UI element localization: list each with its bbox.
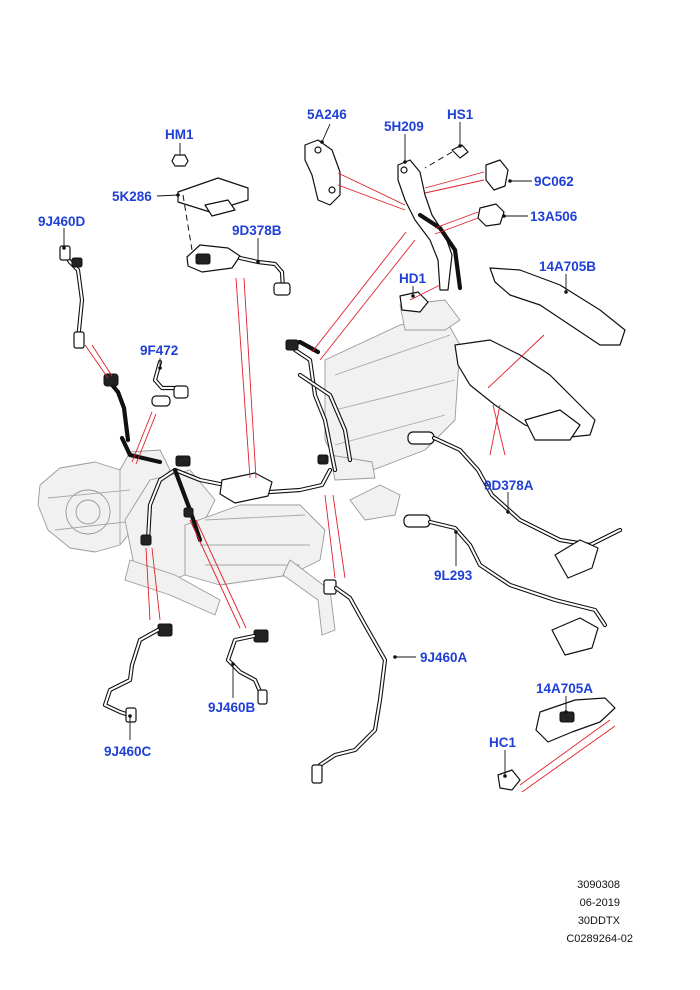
- callout-9j460c: 9J460C: [104, 744, 152, 759]
- hc1-clip-part: [497, 769, 521, 791]
- illustration-date: 06-2019: [580, 897, 620, 909]
- callout-hc1: HC1: [489, 735, 516, 750]
- j9-460d-sensor-part: [59, 245, 85, 349]
- d9-378b-sensor-part: [186, 244, 291, 296]
- reference-lines: [84, 171, 616, 793]
- j9-460c-sensor-part: [102, 623, 173, 723]
- callout-9d378b: 9D378B: [232, 223, 282, 238]
- main-wiring-harness: [119, 339, 353, 546]
- j9-460b-sensor-part: [225, 629, 269, 705]
- callout-14a705a: 14A705A: [536, 681, 593, 696]
- catalog-code: C0289264-02: [566, 933, 633, 945]
- callout-5k286: 5K286: [112, 189, 152, 204]
- h5-209-bracket-part: [397, 159, 463, 291]
- callout-5h209: 5H209: [384, 119, 424, 134]
- f9-472-sensor-part: [103, 359, 189, 443]
- a13-506-sensor-part: [477, 203, 505, 227]
- a5-246-bracket-part: [304, 139, 341, 206]
- model-code: 30DDTX: [578, 915, 621, 927]
- callout-13a506: 13A506: [530, 209, 578, 224]
- callout-labels: HM1 5K286 9J460D 9D378B 5A246 5H209 HS1 …: [38, 107, 596, 759]
- callout-9j460a: 9J460A: [420, 650, 468, 665]
- callout-9j460d: 9J460D: [38, 214, 86, 229]
- callout-hs1: HS1: [447, 107, 474, 122]
- j9-460a-sensor-part: [311, 579, 388, 784]
- d9-378a-sensor-part: [407, 431, 623, 579]
- callout-9f472: 9F472: [140, 343, 178, 358]
- a14-705b-bracket-part: [454, 267, 626, 441]
- l9-293-sensor-part: [403, 514, 608, 656]
- reference-block: 3090308 06-2019 30DDTX C0289264-02: [566, 879, 633, 945]
- callout-9c062: 9C062: [534, 174, 574, 189]
- callout-5a246: 5A246: [307, 107, 347, 122]
- callout-14a705b: 14A705B: [539, 259, 596, 274]
- callout-hd1: HD1: [399, 271, 426, 286]
- a14-705a-bracket-part: [535, 697, 616, 743]
- illustration-number: 3090308: [577, 879, 620, 891]
- c9-062-sensor-part: [485, 159, 509, 191]
- callout-hm1: HM1: [165, 127, 194, 142]
- callout-9d378a: 9D378A: [484, 478, 534, 493]
- callout-9l293: 9L293: [434, 568, 473, 583]
- hs1-bolt-part: [424, 144, 469, 169]
- hd1-clip-part: [399, 291, 429, 313]
- k5-286-module-part: [177, 177, 249, 251]
- callout-leaders: [62, 122, 568, 778]
- callout-9j460b: 9J460B: [208, 700, 256, 715]
